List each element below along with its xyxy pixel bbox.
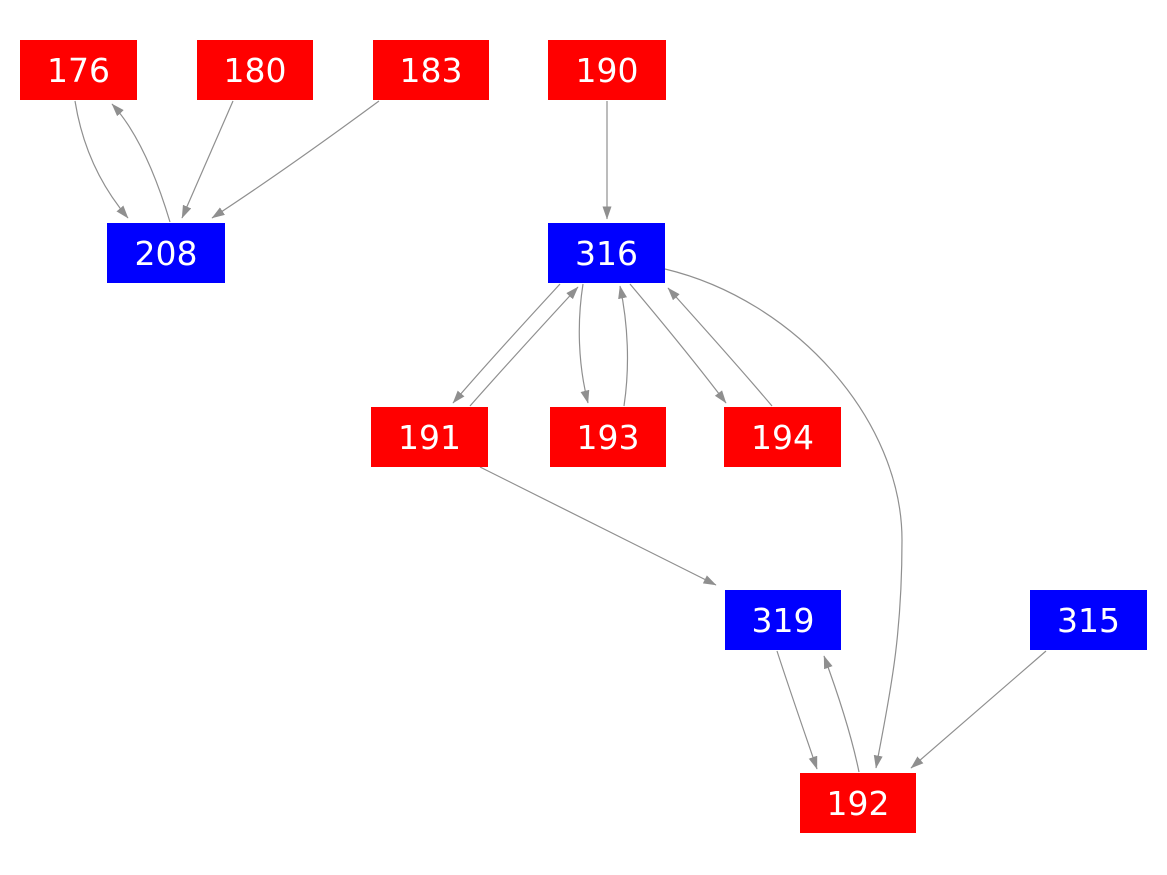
edge-176-208: [74, 100, 129, 219]
edge-316-193: [578, 283, 590, 404]
node-319: 319: [725, 590, 841, 650]
edge-315-192: [910, 650, 1047, 769]
node-183: 183: [373, 40, 489, 100]
edge-316-192: [664, 268, 903, 769]
node-208: 208: [107, 223, 225, 283]
node-193: 193: [550, 407, 666, 467]
node-194: 194: [724, 407, 841, 467]
node-192: 192: [800, 773, 916, 833]
edge-191-316: [469, 286, 579, 407]
edge-193-316: [618, 285, 629, 407]
node-316: 316: [548, 223, 665, 283]
edge-191-319: [479, 466, 717, 586]
node-191: 191: [371, 407, 488, 467]
edge-194-316: [667, 287, 773, 407]
node-180: 180: [197, 40, 313, 100]
edge-316-194: [629, 283, 727, 404]
node-176: 176: [20, 40, 137, 100]
edge-208-176: [111, 103, 171, 223]
edge-192-319: [823, 655, 860, 773]
edge-183-208: [211, 100, 380, 219]
edge-180-208: [181, 100, 234, 219]
node-190: 190: [548, 40, 666, 100]
edge-319-192: [776, 650, 818, 770]
edge-316-191: [452, 283, 561, 404]
node-315: 315: [1030, 590, 1147, 650]
